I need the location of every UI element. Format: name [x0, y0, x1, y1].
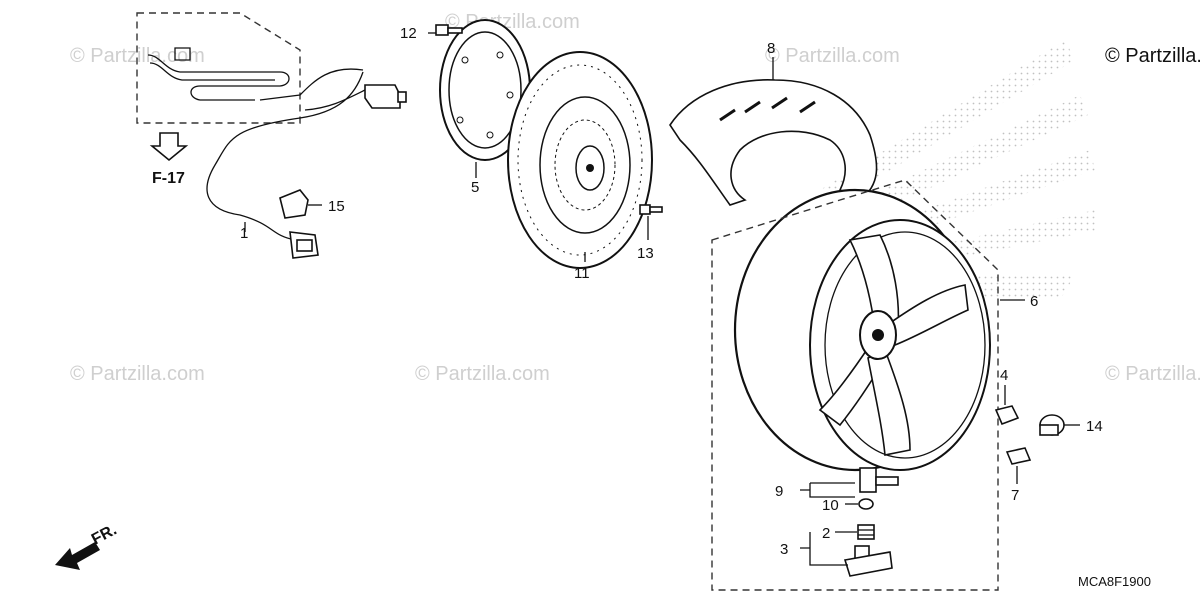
callout-7: 7: [1011, 487, 1019, 504]
part-5-pulser-ring: [439, 19, 531, 161]
copyright-text: © Partzilla.com: [1105, 45, 1200, 67]
watermark-text: © Partzilla.com: [70, 45, 205, 67]
part-14-nut: [1039, 414, 1065, 436]
callout-2: 2: [822, 525, 830, 542]
callout-13: 13: [637, 245, 654, 262]
callout-8: 8: [767, 40, 775, 57]
callout-5: 5: [471, 179, 479, 196]
sub-harness-drawing: [147, 47, 290, 101]
watermark-text: © Partzilla.com: [70, 363, 205, 385]
part-6-wheel: [733, 188, 991, 472]
part-13-bolt: [639, 204, 663, 215]
callout-14: 14: [1086, 418, 1103, 435]
callouts: 1 15 5 12 11 13 8 6 4 14 7 9 10 2 3: [240, 25, 1103, 558]
watermark-text: © Partzilla.com: [1105, 363, 1200, 385]
part-2-spring: [857, 524, 875, 540]
callout-9: 9: [775, 483, 783, 500]
part-4-grommet: [994, 405, 1020, 426]
part-15-clip: [279, 189, 309, 219]
reference-arrow-icon: [149, 132, 189, 162]
part-7-clip: [1005, 447, 1032, 465]
callout-15: 15: [328, 198, 345, 215]
diagram-code: MCA8F1900: [1078, 574, 1151, 589]
watermark-text: © Partzilla.com: [415, 363, 550, 385]
watermark-text: © Partzilla.com: [765, 45, 900, 67]
callout-12: 12: [400, 25, 417, 42]
harness-detail-box: [136, 12, 301, 124]
part-11-brake-disc: [507, 51, 653, 269]
callout-10: 10: [822, 497, 839, 514]
reference-label: F-17: [152, 170, 185, 187]
callout-6: 6: [1030, 293, 1038, 310]
part-9-valve: [859, 467, 899, 493]
part-8-tire: [669, 79, 878, 206]
wheel-assembly-box: [711, 179, 999, 591]
callout-3: 3: [780, 541, 788, 558]
callout-4: 4: [1000, 367, 1008, 384]
part-1-harness: [206, 68, 407, 259]
leader-lines: [244, 32, 1080, 566]
callout-1: 1: [240, 225, 248, 242]
front-direction-arrow-icon: [55, 542, 100, 570]
part-10-nut: [858, 498, 874, 510]
callout-11: 11: [574, 265, 590, 282]
part-3-sensor: [843, 545, 893, 577]
part-12-bolt: [435, 24, 463, 36]
